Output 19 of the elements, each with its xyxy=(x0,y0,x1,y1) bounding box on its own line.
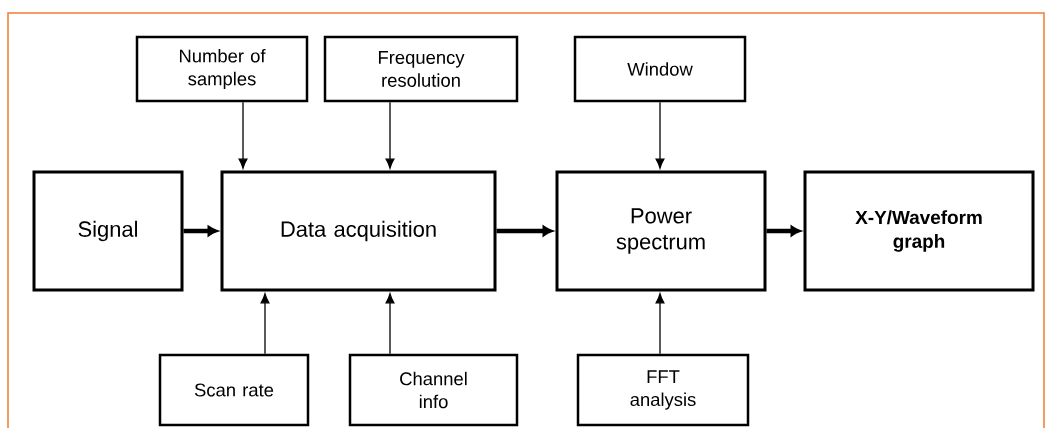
process-box: Data acquisition xyxy=(220,170,497,292)
process-box: Signal xyxy=(32,170,184,292)
process-box: Power spectrum xyxy=(555,170,767,292)
parameter-box: Scan rate xyxy=(158,353,310,427)
parameter-box: FFT analysis xyxy=(576,353,750,427)
arrow xyxy=(260,293,270,355)
arrow xyxy=(238,101,248,169)
arrow xyxy=(496,225,553,237)
parameter-box: Channel info xyxy=(348,353,519,427)
arrow xyxy=(655,101,665,169)
output-box: X-Y/Waveform graph xyxy=(803,170,1035,292)
arrow xyxy=(183,225,218,237)
arrow xyxy=(385,293,395,355)
parameter-box: Frequency resolution xyxy=(323,35,519,103)
parameter-box: Number of samples xyxy=(135,35,309,103)
arrow xyxy=(385,101,395,169)
parameter-box: Window xyxy=(573,35,747,103)
arrow xyxy=(766,225,801,237)
arrow xyxy=(655,293,665,355)
